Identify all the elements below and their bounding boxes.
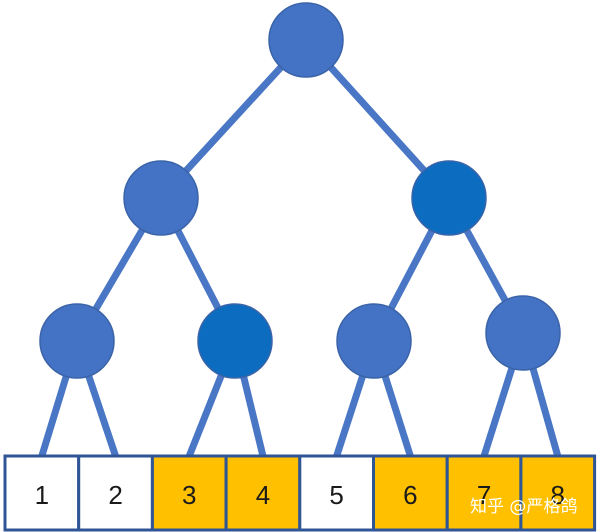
tree-node-left-left bbox=[39, 303, 115, 379]
tree-node-left-right bbox=[197, 303, 273, 379]
array-cell-label: 6 bbox=[403, 480, 417, 510]
array-cell-8 bbox=[519, 454, 597, 532]
leaf-to-cell-links bbox=[38, 331, 562, 458]
array-cells: 1 2 3 4 5 6 7 8 bbox=[3, 454, 597, 532]
tree-node-root bbox=[268, 2, 344, 78]
array-cell-label: 8 bbox=[551, 480, 565, 510]
array-cell-label: 5 bbox=[329, 480, 343, 510]
tree-node-right-right bbox=[485, 295, 561, 371]
array-cell-label: 3 bbox=[182, 480, 196, 510]
array-cell-label: 4 bbox=[256, 480, 270, 510]
array-cell-label: 2 bbox=[108, 480, 122, 510]
array-cell-label: 1 bbox=[35, 480, 49, 510]
watermark-text: 知乎 @严格鸽 bbox=[470, 497, 577, 517]
tree-nodes bbox=[39, 2, 561, 379]
array-cell-label: 7 bbox=[477, 480, 491, 510]
tree-node-right bbox=[411, 160, 487, 236]
tree-node-left bbox=[123, 160, 199, 236]
array-cell-7 bbox=[445, 454, 523, 532]
array-cell-6 bbox=[372, 454, 449, 532]
tree-node-right-left bbox=[336, 303, 412, 379]
watermark: 知乎 @严格鸽 bbox=[470, 497, 577, 517]
